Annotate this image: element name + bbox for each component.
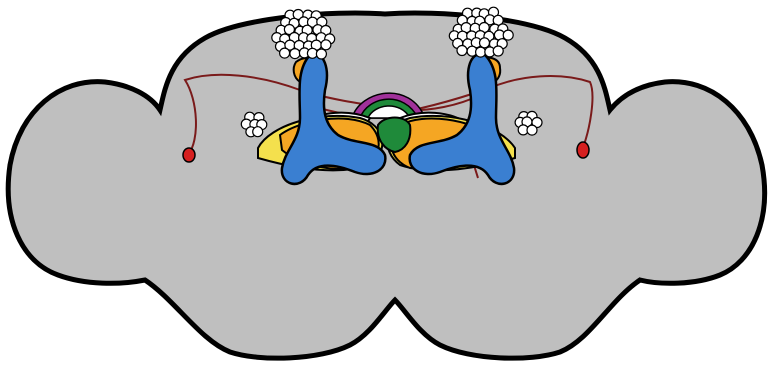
calyx-cell <box>321 40 331 50</box>
calyx-cell <box>527 125 537 135</box>
calyx-cell <box>280 48 290 58</box>
calyx-cell <box>457 46 467 56</box>
cell-body-left <box>183 148 195 162</box>
calyx-cell <box>503 30 513 40</box>
calyx-cell <box>493 46 503 56</box>
cell-body-right <box>577 142 589 158</box>
calyx-cell <box>480 38 490 48</box>
calyx-cell <box>290 49 300 59</box>
calyx-cell <box>316 49 326 59</box>
calyx-cell <box>476 47 486 57</box>
calyx-cell <box>253 127 263 137</box>
brain-outline <box>8 13 764 358</box>
